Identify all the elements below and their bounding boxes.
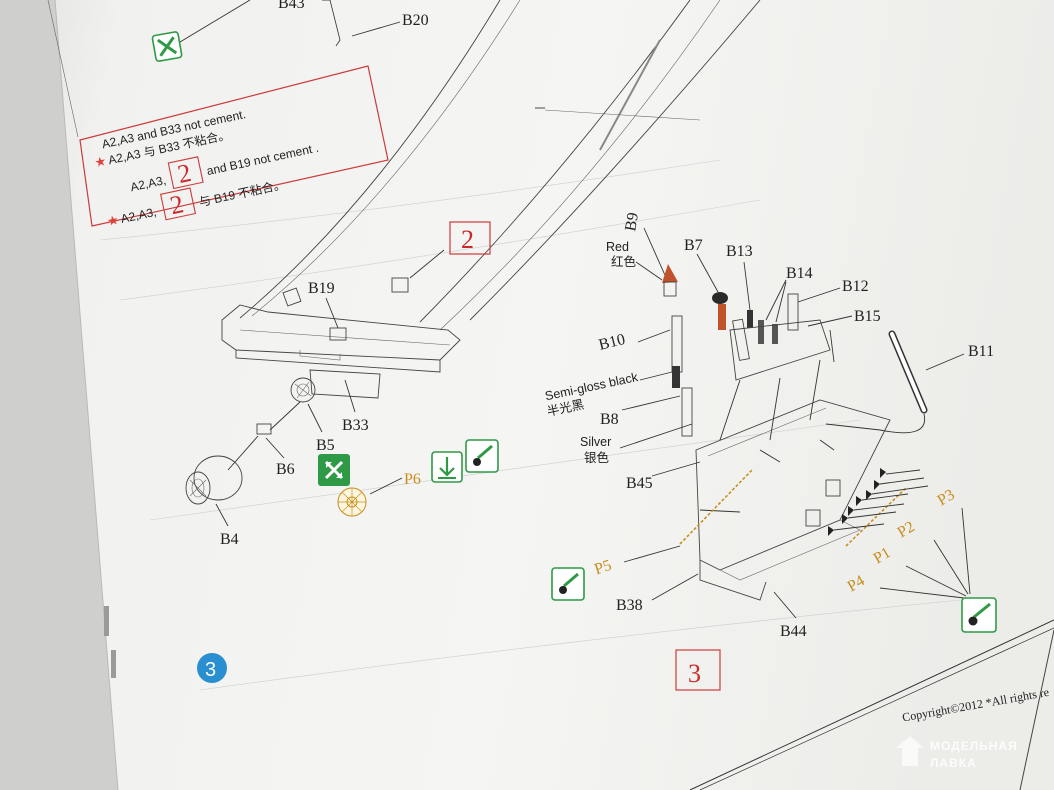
copyright: Copyright©2012 *All rights re [901, 685, 1050, 725]
step-ref-box-large [449, 221, 491, 255]
color-red-cn: 红色 [611, 254, 637, 269]
house-icon [896, 736, 924, 766]
label-b20: B20 [402, 12, 429, 29]
step3-box [675, 649, 721, 691]
note-line2-prefix: A2,A3, [129, 173, 167, 194]
label-b13: B13 [726, 243, 753, 260]
step3-box-number: 3 [688, 659, 701, 688]
color-silver-cn: 银色 [584, 450, 610, 465]
step-ref-box [159, 187, 197, 221]
step-number-badge [197, 653, 227, 683]
staple [111, 650, 116, 678]
label-b19: B19 [308, 280, 335, 297]
star-icon: ★ [106, 212, 121, 229]
pe-strip-p5 [679, 469, 753, 545]
note-line2-en: and B19 not cement . [205, 141, 319, 178]
page-shadow [0, 0, 118, 790]
note-line3-prefix: A2,A3, [119, 205, 157, 226]
label-b5: B5 [316, 437, 335, 454]
label-b12: B12 [842, 278, 869, 295]
glue-apply-icon [465, 439, 499, 473]
label-b33: B33 [342, 417, 369, 434]
pe-strip-p4 [845, 487, 907, 547]
pe-arrows [828, 468, 929, 536]
b8-part [681, 387, 693, 437]
label-b14: B14 [786, 265, 813, 282]
label-p5: P5 [592, 557, 613, 578]
label-p2: P2 [895, 518, 918, 541]
b7-part [712, 292, 750, 361]
glue-apply-icon [961, 597, 997, 633]
no-cement-icon [151, 31, 183, 62]
page-footer: 3 Copyright©2012 *All rights re [197, 619, 1054, 790]
step-ref-number-large: 2 [461, 225, 474, 254]
label-b4: B4 [220, 531, 239, 548]
step-ref-number: 2 [167, 189, 186, 220]
step-ref-box [167, 156, 204, 190]
step3-drawing: B9 Red 红色 B7 B13 B14 B12 B15 [544, 211, 997, 691]
notes-box: A2,A3 and B33 not cement. ★ A2,A3 与 B33 … [79, 65, 389, 229]
label-p6: P6 [404, 471, 421, 488]
pe-gear-part [337, 487, 367, 517]
drum-part [185, 455, 243, 505]
label-b38: B38 [616, 597, 643, 614]
label-b43: B43 [278, 0, 305, 12]
step2-drawing: B43 B20 2 B19 B33 [151, 0, 761, 548]
note-line2-cn: 与 B19 不粘合。 [198, 176, 287, 209]
b10-part [671, 315, 683, 373]
label-b10: B10 [597, 331, 627, 354]
color-semigloss-en: Semi-gloss black [544, 370, 640, 403]
red-tip-part [662, 264, 678, 283]
watermark-line2: ЛАВКА [930, 756, 977, 770]
glue-apply-icon [551, 567, 585, 601]
label-b45: B45 [626, 475, 653, 492]
label-b44: B44 [780, 623, 807, 640]
label-b7: B7 [684, 237, 703, 254]
label-b8: B8 [600, 411, 619, 428]
label-p3: P3 [935, 486, 958, 509]
show-through-lines [99, 159, 961, 691]
label-p4: P4 [845, 572, 868, 595]
fan-part [290, 377, 316, 403]
label-b15: B15 [854, 308, 881, 325]
staple [104, 606, 109, 636]
label-b9: B9 [622, 211, 642, 232]
cement-icon [318, 454, 350, 486]
label-b11: B11 [968, 343, 994, 360]
step2-frame [47, 0, 79, 138]
color-silver-en: Silver [580, 435, 611, 449]
color-red-en: Red [606, 240, 629, 254]
bend-icon [431, 451, 463, 483]
label-b6: B6 [276, 461, 295, 478]
watermark: МОДЕЛЬНАЯ ЛАВКА [896, 736, 1018, 770]
step-number: 3 [205, 659, 216, 681]
watermark-line1: МОДЕЛЬНАЯ [930, 739, 1018, 753]
label-p1: P1 [871, 544, 894, 567]
step-ref-number: 2 [175, 158, 194, 189]
star-icon: ★ [93, 153, 108, 170]
